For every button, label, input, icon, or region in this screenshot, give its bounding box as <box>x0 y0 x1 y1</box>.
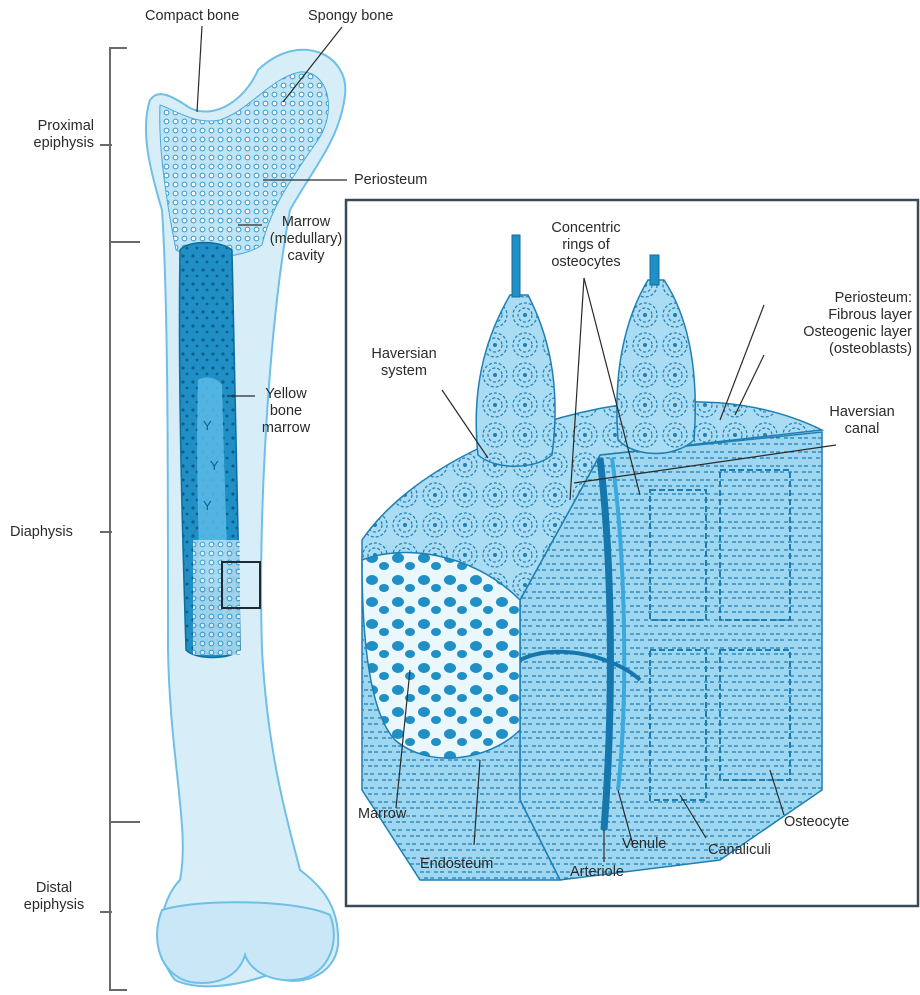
svg-text:Y: Y <box>210 458 219 473</box>
label-osteocyte: Osteocyte <box>784 814 849 831</box>
label-periosteum: Periosteum <box>354 172 427 189</box>
svg-text:Y: Y <box>203 418 212 433</box>
label-haversian-system: Haversian system <box>362 346 446 380</box>
label-spongy-bone: Spongy bone <box>308 8 393 25</box>
label-compact-bone: Compact bone <box>145 8 239 25</box>
label-marrow-cavity: Marrow (medullary) cavity <box>258 214 354 265</box>
label-haversian-canal: Haversian canal <box>820 404 904 438</box>
label-endosteum: Endosteum <box>420 856 493 873</box>
label-proximal-epiphysis: Proximal epiphysis <box>14 118 94 152</box>
spongy-lower-shaft <box>193 540 240 655</box>
label-concentric-rings: Concentric rings of osteocytes <box>536 220 636 271</box>
label-periosteum-layers: Periosteum: Fibrous layer Osteogenic lay… <box>742 290 912 358</box>
label-marrow: Marrow <box>358 806 406 823</box>
epiphysis-bracket <box>100 48 140 990</box>
label-venule: Venule <box>622 836 666 853</box>
label-arteriole: Arteriole <box>570 864 624 881</box>
label-distal-epiphysis: Distal epiphysis <box>14 880 94 914</box>
label-diaphysis: Diaphysis <box>10 524 73 541</box>
svg-text:Y: Y <box>203 498 212 513</box>
label-canaliculi: Canaliculi <box>708 842 771 859</box>
label-yellow-bone-marrow: Yellow bone marrow <box>254 386 318 437</box>
